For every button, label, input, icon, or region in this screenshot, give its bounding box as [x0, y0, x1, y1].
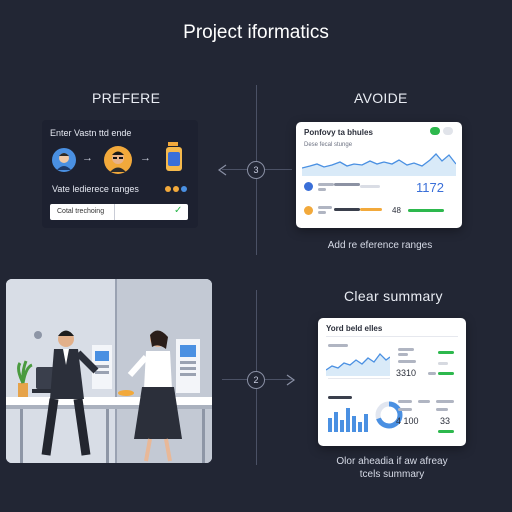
summary-bar-chart: [328, 408, 368, 432]
summary-caption-line1: Olor aheadia if aw afreay: [336, 456, 448, 467]
row-value-bar: [360, 185, 380, 188]
row-label-bar: [398, 348, 414, 351]
avoid-sub-title: Dese fecal stunge: [304, 142, 353, 148]
row-label-bar: [318, 188, 326, 191]
summary-caption-line2: tcels summary: [359, 469, 425, 480]
person-with-glasses-icon: [110, 151, 126, 172]
progress-bar: [408, 209, 444, 212]
prefer-panel: Enter Vastn ttd ende → → Vate ledierece …: [42, 120, 198, 228]
status-dot: [165, 186, 171, 192]
jar-icon: [166, 142, 182, 171]
input-divider: [114, 204, 115, 220]
avatar: [304, 206, 313, 215]
summary-input[interactable]: Cotal trechoing ✓: [50, 204, 188, 220]
row-label-bar: [436, 408, 448, 411]
row-label-bar: [436, 400, 454, 403]
summary-value-c: 33: [440, 416, 451, 426]
row-value-bar: [360, 208, 382, 211]
chart-axis: [328, 378, 390, 379]
office-illustration: [6, 279, 212, 463]
arrow-right-icon: [286, 374, 296, 386]
summary-heading: Clear summary: [344, 288, 443, 304]
chart-label-bar: [328, 396, 352, 399]
row-label-bar: [318, 183, 334, 186]
step-node-bottom: 2: [247, 371, 265, 389]
progress-bar: [438, 372, 454, 375]
progress-bar: [438, 351, 454, 354]
row-label-bar: [318, 206, 332, 209]
status-dot: [181, 186, 187, 192]
row-value-bar: [334, 183, 360, 186]
arrow-right-icon: →: [82, 152, 93, 164]
trend-line-chart: [302, 153, 456, 176]
divider: [326, 336, 458, 337]
arrow-left-icon: [217, 164, 227, 176]
row-label-bar: [398, 408, 412, 411]
row-label-bar: [428, 372, 436, 375]
row-label-bar: [398, 400, 412, 403]
arrow-right-icon: →: [140, 152, 151, 164]
row-label-bar: [318, 211, 326, 214]
summary-donut-chart: [375, 401, 403, 429]
summary-card-title: Yord beld elles: [326, 324, 383, 333]
avoid-heading: AVOIDE: [354, 90, 408, 106]
person-icon: [57, 153, 71, 170]
check-icon: ✓: [174, 205, 183, 216]
summary-input-text: Cotal trechoing: [57, 208, 105, 215]
prefer-caption: Vate ledierece ranges: [52, 184, 139, 194]
avoid-card-title: Ponfovy ta bhules: [304, 128, 373, 137]
status-dot: [173, 186, 179, 192]
summary-line-chart: [326, 353, 390, 376]
avoid-value-small: 48: [392, 206, 401, 215]
status-toggle[interactable]: [443, 127, 453, 135]
progress-bar: [438, 430, 454, 433]
avoid-caption: Add re eference ranges: [327, 240, 433, 251]
prefer-heading: PREFERE: [92, 90, 161, 106]
chart-label-bar: [328, 344, 348, 347]
summary-value-b: 4 100: [396, 416, 419, 426]
step-node-top: 3: [247, 161, 265, 179]
avoid-card: Ponfovy ta bhules Dese fecal stunge 1172…: [296, 122, 462, 228]
avoid-value-main: 1172: [416, 180, 444, 195]
page-title: Project iformatics: [183, 22, 329, 43]
row-label-bar: [398, 360, 416, 363]
avatar: [52, 148, 76, 172]
avatar: [104, 146, 132, 174]
progress-bar: [438, 362, 448, 365]
row-label-bar: [398, 353, 408, 356]
summary-card: Yord beld elles 3310 4 100 33: [318, 318, 466, 446]
row-value-bar: [334, 208, 360, 211]
status-toggle[interactable]: [430, 127, 440, 135]
prefer-card-title: Enter Vastn ttd ende: [50, 128, 132, 138]
avatar: [304, 182, 313, 191]
summary-value-a: 3310: [396, 368, 417, 378]
office-scene-image: [6, 279, 212, 463]
row-label-bar: [418, 400, 430, 403]
